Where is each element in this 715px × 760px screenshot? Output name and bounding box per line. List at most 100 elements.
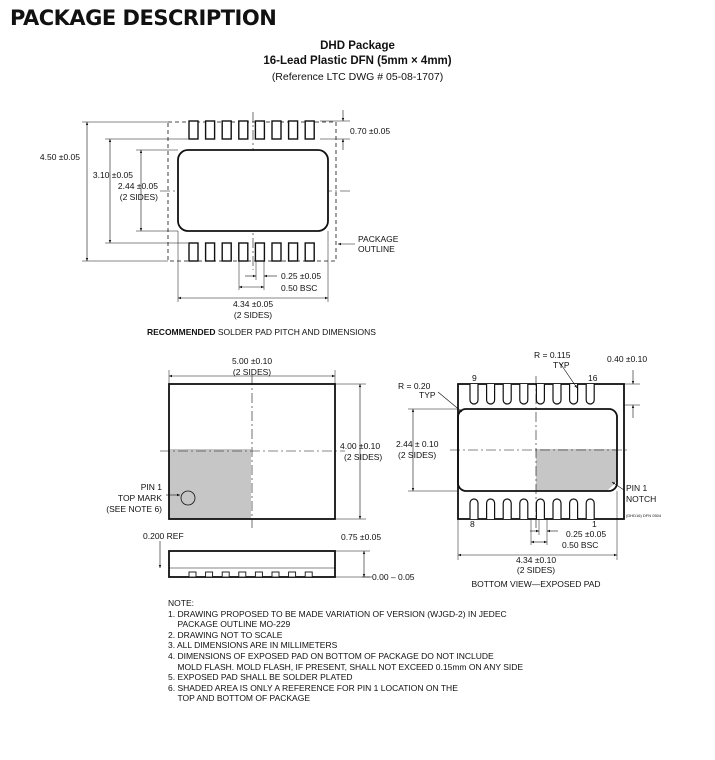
bottom-view: R = 0.115 TYP 16 9 0.40 ±0.10 R = 0.20 T…: [396, 350, 662, 589]
bv-pin-1: 1: [592, 519, 597, 529]
exposed-lead-pad: [469, 384, 479, 405]
pin1-shaded-pad: [536, 449, 617, 491]
bv-pitch-label: 0.50 BSC: [562, 540, 598, 550]
side-lead: [304, 571, 313, 578]
solder-pad: [304, 120, 315, 140]
overall-width-label: 4.50 ±0.05: [40, 152, 80, 162]
note-line: PACKAGE OUTLINE MO-229: [168, 619, 291, 630]
solder-pad: [287, 120, 299, 140]
bottom-view-caption: BOTTOM VIEW—EXPOSED PAD: [471, 579, 600, 589]
bottom-view-top-pads: [469, 384, 595, 405]
package-name: DHD Package: [320, 40, 395, 52]
outline-label-2: OUTLINE: [358, 244, 395, 254]
bv-pin-9: 9: [472, 373, 477, 383]
exposed-lead-pad: [469, 498, 479, 519]
package-subtitle: 16-Lead Plastic DFN (5mm × 4mm): [263, 55, 452, 67]
bv-notch-label-2: NOTCH: [626, 494, 656, 504]
exposed-lead-pad: [569, 498, 579, 519]
top-height-sides: (2 SIDES): [344, 452, 382, 462]
note-line: 6. SHADED AREA IS ONLY A REFERENCE FOR P…: [168, 682, 458, 693]
body-label: 3.10 ±0.05: [93, 170, 133, 180]
bv-r-corner-typ: TYP: [419, 390, 436, 400]
ep-width-label: 2.44 ±0.05: [118, 181, 158, 191]
pin1-top-mark: [180, 490, 196, 506]
notes-title: NOTE:: [168, 598, 194, 608]
side-lead: [221, 571, 230, 578]
pad-width-label: 0.25 ±0.05: [281, 271, 321, 281]
solder-pad: [221, 242, 232, 262]
bottom-view-bottom-pads: [469, 498, 595, 519]
note-line: TOP AND BOTTOM OF PACKAGE: [168, 693, 311, 704]
notes-list: 1. DRAWING PROPOSED TO BE MADE VARIATION…: [168, 609, 523, 704]
bv-pin-8: 8: [470, 519, 475, 529]
solder-pad: [287, 242, 299, 262]
exposed-lead-pad: [585, 384, 595, 405]
solder-pad: [254, 120, 266, 140]
pad-len-label: 0.70 ±0.05: [350, 126, 390, 136]
exposed-lead-pad: [552, 384, 562, 405]
exposed-lead-pad: [486, 384, 496, 405]
side-view-body: [168, 550, 336, 578]
pin1-shaded-area: [169, 449, 251, 519]
exposed-lead-pad: [486, 498, 496, 519]
pin1-label-3: (SEE NOTE 6): [106, 504, 162, 514]
recommended-footprint: 0.70 ±0.05 4.50 ±0.05 3.10 ±0.05 2.44 ±0…: [40, 110, 399, 337]
solder-pad: [188, 120, 199, 140]
bv-ep-length-sides: (2 SIDES): [517, 565, 555, 575]
bv-pin-16: 16: [588, 373, 598, 383]
bv-r-pad-typ: TYP: [553, 360, 570, 370]
side-view: 0.200 REF 0.75 ±0.05 0.00 – 0.05: [143, 531, 415, 582]
note-line: 4. DIMENSIONS OF EXPOSED PAD ON BOTTOM O…: [168, 650, 494, 661]
side-lead: [254, 571, 263, 578]
exposed-lead-pad: [552, 498, 562, 519]
note-line: 3. ALL DIMENSIONS ARE IN MILLIMETERS: [168, 640, 338, 651]
recommended-caption: RECOMMENDED SOLDER PAD PITCH AND DIMENSI…: [147, 327, 376, 337]
top-view: 5.00 ±0.10 (2 SIDES) 4.00 ±0.10 (2 SIDES…: [106, 356, 382, 528]
side-lead: [271, 571, 280, 578]
pin1-label-2: TOP MARK: [118, 493, 162, 503]
exposed-lead-pad: [569, 384, 579, 405]
exposed-lead-pad: [502, 498, 512, 519]
side-height-label: 0.75 ±0.05: [341, 532, 381, 542]
note-line: 1. DRAWING PROPOSED TO BE MADE VARIATION…: [168, 608, 507, 619]
bv-r-corner-label: R = 0.20: [398, 381, 431, 391]
top-height-label: 4.00 ±0.10: [340, 441, 380, 451]
side-leads: [188, 571, 313, 578]
bv-r-pad-label: R = 0.115: [534, 350, 571, 360]
solder-pad: [204, 242, 216, 262]
solder-pad: [304, 242, 315, 262]
section-title: PACKAGE DESCRIPTION: [10, 6, 277, 30]
bv-pad-len-label: 0.40 ±0.10: [607, 354, 647, 364]
solder-pad: [254, 242, 266, 262]
bv-notch-label-1: PIN 1: [626, 483, 648, 493]
top-width-sides: (2 SIDES): [233, 367, 271, 377]
bv-drawing-code: (DHD16) DFN 0504: [626, 513, 662, 518]
exposed-lead-pad: [519, 498, 529, 519]
package-outline: [167, 121, 337, 262]
top-pad-row: [188, 120, 315, 140]
note-line: MOLD FLASH. MOLD FLASH, IF PRESENT, SHAL…: [168, 661, 524, 672]
bottom-pad-row: [188, 242, 315, 262]
note-line: 2. DRAWING NOT TO SCALE: [168, 629, 283, 640]
side-standoff-label: 0.00 – 0.05: [372, 572, 415, 582]
solder-pad: [271, 242, 282, 262]
top-width-label: 5.00 ±0.10: [232, 356, 272, 366]
solder-pad: [221, 120, 232, 140]
side-lead: [288, 571, 297, 578]
solder-pad: [238, 242, 249, 262]
solder-pad: [271, 120, 282, 140]
exposed-lead-pad: [585, 498, 595, 519]
side-lead: [238, 571, 247, 578]
solder-pad: [188, 242, 199, 262]
side-lead: [205, 571, 214, 578]
exposed-lead-pad: [535, 498, 545, 519]
exposed-lead-pad: [535, 384, 545, 405]
pin1-label-1: PIN 1: [141, 482, 163, 492]
note-line: 5. EXPOSED PAD SHALL BE SOLDER PLATED: [168, 672, 353, 683]
bv-ep-width-sides: (2 SIDES): [398, 450, 436, 460]
ep-length-sides: (2 SIDES): [234, 310, 272, 320]
ep-length-label: 4.34 ±0.05: [233, 299, 273, 309]
solder-pad: [238, 120, 249, 140]
pitch-label: 0.50 BSC: [281, 283, 317, 293]
